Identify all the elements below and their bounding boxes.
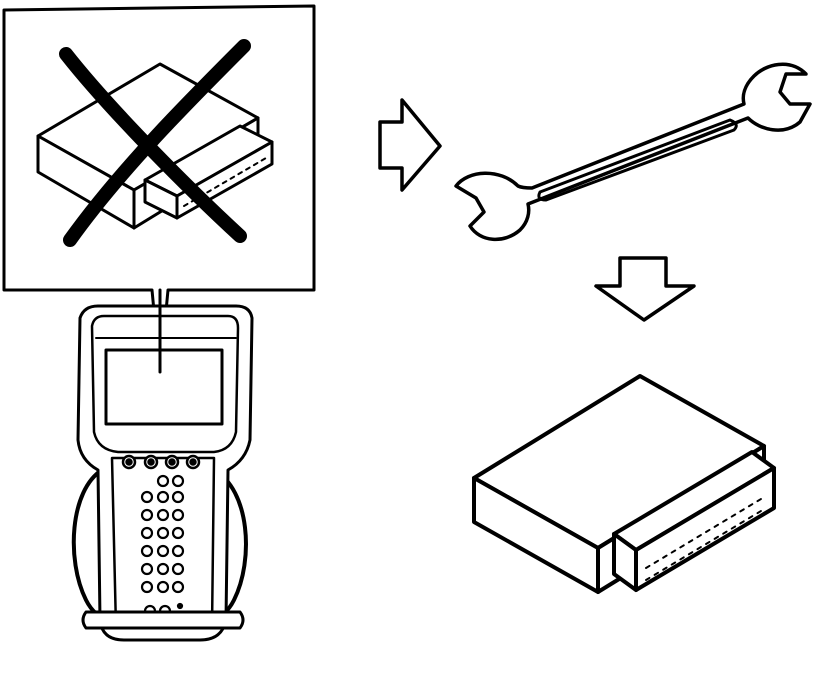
cross-stroke-b: [59, 47, 247, 243]
module-connector-pins: [645, 507, 767, 581]
cross-mark-icon: [59, 39, 251, 247]
module-connector-side: [634, 466, 776, 592]
module-connector-pins: [645, 495, 767, 569]
scan-tool-screen: [104, 348, 224, 426]
wrench-icon: [454, 62, 812, 242]
scan-tool-bezel: [90, 314, 240, 454]
callout-panel: [2, 4, 316, 377]
wrench-groove: [537, 118, 738, 202]
arrow-right-icon: [378, 98, 442, 192]
scan-tool-base: [81, 610, 245, 630]
arrow-down-icon: [594, 256, 696, 322]
scan-tool-function-keys: [121, 454, 201, 470]
wrench-body: [454, 62, 812, 242]
cross-stroke-a: [63, 39, 251, 247]
module-connector-pins: [183, 157, 267, 207]
scan-tool-icon: [71, 288, 254, 642]
module-icon: [472, 374, 776, 594]
